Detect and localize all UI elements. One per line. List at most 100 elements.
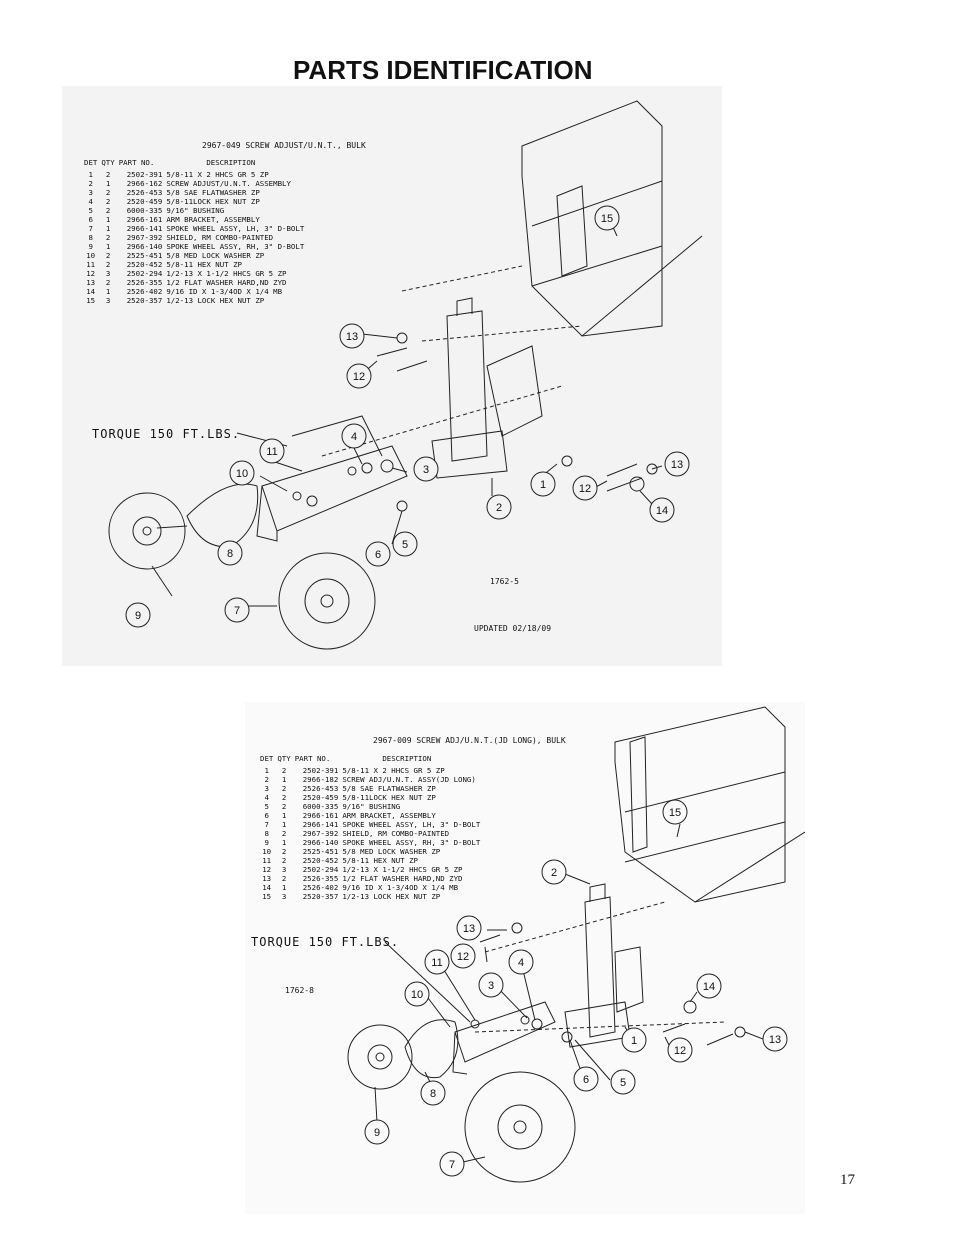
callout-7 <box>439 1151 465 1177</box>
callout-label: 15 <box>669 807 681 819</box>
callout-label: 2 <box>551 867 557 879</box>
det-cell: 3 <box>264 784 269 793</box>
column-header-det: DET <box>260 754 274 763</box>
callout-1 <box>621 1027 647 1053</box>
bolt <box>479 934 501 943</box>
part-no-cell: 2520-452 <box>302 856 339 865</box>
callout-label: 13 <box>671 459 683 471</box>
parts-diagram-1: 2967-049 SCREW ADJUST/U.N.T., BULK DET Q… <box>62 86 722 666</box>
part-no-cell: 2526-402 <box>302 883 339 892</box>
part-no-cell: 2967-392 <box>126 233 163 242</box>
part-no-cell: 2520-459 <box>302 793 339 802</box>
qty-cell: 1 <box>105 215 111 224</box>
qty-cell: 2 <box>105 260 111 269</box>
bolt <box>662 1023 734 1046</box>
callout-12 <box>450 943 476 969</box>
spoke-wheel-7 <box>278 552 376 650</box>
callout-4 <box>508 949 534 975</box>
description-cell: SPOKE WHEEL ASSY, LH, 3" D-BOLT <box>342 820 481 829</box>
qty-cell: 1 <box>105 179 111 188</box>
qty-cell: 2 <box>105 170 111 179</box>
qty-cell: 3 <box>105 296 111 305</box>
qty-cell: 2 <box>281 793 287 802</box>
description-cell: 5/8-11LOCK HEX NUT ZP <box>166 197 260 206</box>
table-header-row: DET QTY PART NO. DESCRIPTION <box>260 754 484 766</box>
diagram-1-torque-label: TORQUE 150 FT.LBS. <box>92 427 241 441</box>
part-no-cell: 6000-335 <box>302 802 339 811</box>
column-header-description: DESCRIPTION <box>206 158 256 167</box>
description-cell: ARM BRACKET, ASSEMBLY <box>166 215 260 224</box>
callout-label: 14 <box>656 505 668 517</box>
description-cell: 5/8-11LOCK HEX NUT ZP <box>342 793 436 802</box>
description-cell: 9/16 ID X 1-3/4OD X 1/4 MB <box>342 883 459 892</box>
callout-label: 12 <box>353 371 365 383</box>
bolt-head <box>561 455 573 467</box>
det-cell: 15 <box>86 296 96 305</box>
washer <box>646 463 658 475</box>
det-cell: 6 <box>264 811 269 820</box>
callout-5 <box>610 1069 636 1095</box>
callout-label: 12 <box>457 951 469 963</box>
arm-bracket-top <box>291 415 383 457</box>
description-cell: 5/8-11 HEX NUT ZP <box>166 260 242 269</box>
qty-cell: 2 <box>281 829 287 838</box>
screw-adjust-body <box>431 310 508 479</box>
diagram-1-updated-date: UPDATED 02/18/09 <box>474 624 552 633</box>
part-no-cell: 2520-459 <box>126 197 163 206</box>
det-cell: 11 <box>86 260 96 269</box>
callout-label: 4 <box>351 431 357 443</box>
callout-3 <box>413 456 439 482</box>
callout-10 <box>404 981 430 1007</box>
callout-label: 6 <box>375 549 381 561</box>
qty-cell: 2 <box>105 278 111 287</box>
det-cell: 14 <box>86 287 96 296</box>
part-no-cell: 2526-453 <box>126 188 163 197</box>
qty-cell: 2 <box>281 847 287 856</box>
column-header-qty: QTY <box>101 158 115 167</box>
callout-6 <box>365 541 391 567</box>
part-no-cell: 2967-392 <box>302 829 339 838</box>
det-cell: 7 <box>88 224 93 233</box>
spoke-wheel-9 <box>347 1024 413 1090</box>
callout-11 <box>424 949 450 975</box>
toolbar-bar <box>624 771 805 903</box>
diagram-2-drawing-number: 1762-8 <box>285 986 314 995</box>
callout-2 <box>541 859 567 885</box>
callout-label: 6 <box>583 1074 589 1086</box>
washer <box>734 1026 746 1038</box>
callout-label: 11 <box>431 957 442 969</box>
description-cell: 5/8-11 X 2 HHCS GR 5 ZP <box>342 766 445 775</box>
det-cell: 2 <box>264 775 269 784</box>
qty-cell: 2 <box>105 233 111 242</box>
description-cell: 9/16 ID X 1-3/4OD X 1/4 MB <box>166 287 283 296</box>
qty-cell: 1 <box>281 820 287 829</box>
toolbar-frame <box>614 706 786 903</box>
part-no-cell: 2525-451 <box>302 847 339 856</box>
part-no-cell: 2966-141 <box>302 820 339 829</box>
det-cell: 5 <box>88 206 93 215</box>
washer <box>396 332 408 344</box>
part-no-cell: 2526-402 <box>126 287 163 296</box>
mount-plate <box>556 185 588 277</box>
axle <box>156 525 188 529</box>
callout-13 <box>339 323 365 349</box>
diagram-1-drawing-number: 1762-5 <box>490 577 519 586</box>
nut <box>347 466 357 476</box>
callout-label: 1 <box>540 479 546 491</box>
det-cell: 12 <box>86 269 96 278</box>
mount-plate <box>629 736 648 853</box>
toolbar-frame <box>521 100 663 337</box>
part-no-cell: 2526-453 <box>302 784 339 793</box>
det-cell: 4 <box>264 793 269 802</box>
callout-label: 7 <box>449 1159 455 1171</box>
det-cell: 7 <box>264 820 269 829</box>
callout-label: 3 <box>488 980 494 992</box>
